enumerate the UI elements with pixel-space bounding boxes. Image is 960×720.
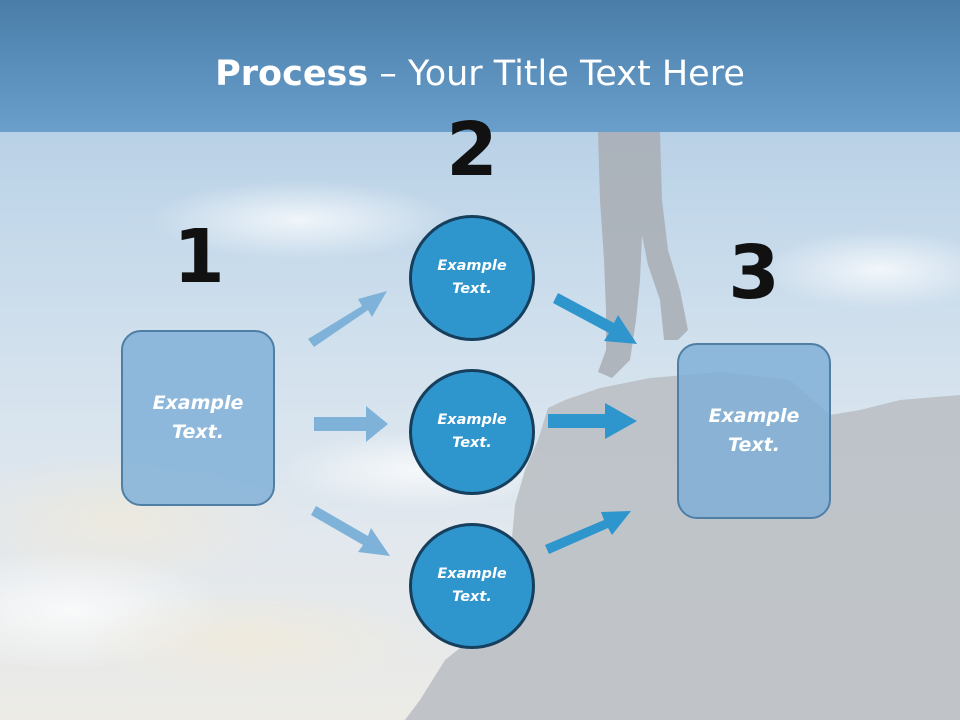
arrow-left-to-bottom xyxy=(311,506,390,556)
step3-box[interactable]: Example Text. xyxy=(677,343,831,519)
hiker-silhouette xyxy=(598,132,688,378)
step2-circle-bottom[interactable]: Example Text. xyxy=(409,523,535,649)
step3-box-line1: Example xyxy=(708,405,800,427)
arrow-bottom-to-right xyxy=(545,511,631,554)
title-bold: Process xyxy=(215,54,369,94)
step1-box[interactable]: Example Text. xyxy=(121,330,275,506)
circle-bottom-line1: Example xyxy=(437,566,507,582)
step3-box-text: Example Text. xyxy=(694,402,814,460)
arrow-middle-to-right xyxy=(548,403,637,439)
step-number-3: 3 xyxy=(728,230,780,316)
step1-box-line1: Example xyxy=(152,392,244,414)
arrow-top-to-right xyxy=(553,293,637,344)
title-band xyxy=(0,0,960,132)
circle-top-text: Example Text. xyxy=(427,255,517,301)
slide-title: Process – Your Title Text Here xyxy=(0,52,960,96)
arrow-left-to-top xyxy=(308,291,387,347)
arrow-left-to-middle xyxy=(314,406,388,442)
step1-box-text: Example Text. xyxy=(138,389,258,447)
step2-circle-top[interactable]: Example Text. xyxy=(409,215,535,341)
circle-bottom-line2: Text. xyxy=(452,589,492,605)
circle-middle-text: Example Text. xyxy=(427,409,517,455)
circle-top-line2: Text. xyxy=(452,281,492,297)
step1-box-line2: Text. xyxy=(172,421,224,443)
step-number-2: 2 xyxy=(446,107,498,193)
circle-middle-line2: Text. xyxy=(452,435,492,451)
circle-top-line1: Example xyxy=(437,258,507,274)
step2-circle-middle[interactable]: Example Text. xyxy=(409,369,535,495)
circle-bottom-text: Example Text. xyxy=(427,563,517,609)
circle-middle-line1: Example xyxy=(437,412,507,428)
step-number-1: 1 xyxy=(173,214,225,300)
step3-box-line2: Text. xyxy=(728,434,780,456)
title-rest: – Your Title Text Here xyxy=(368,54,745,94)
